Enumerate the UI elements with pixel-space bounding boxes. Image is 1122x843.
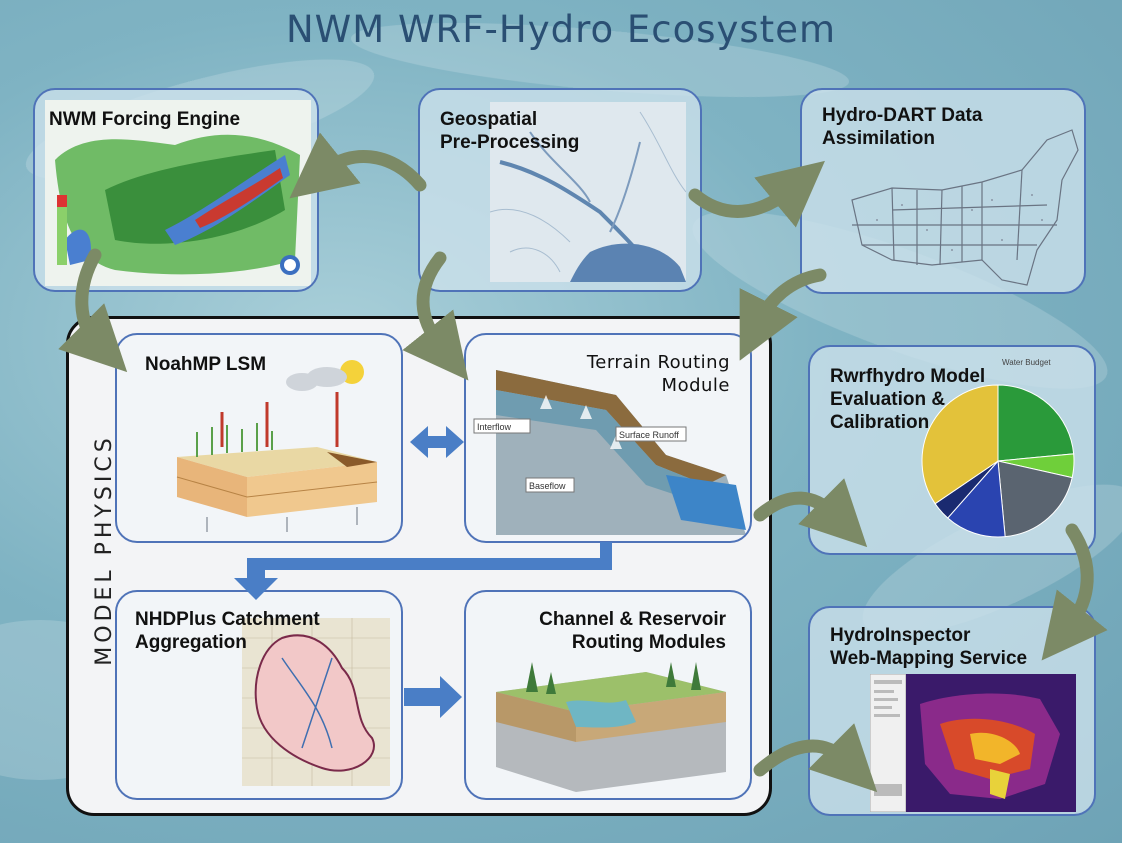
pie-slice bbox=[921, 384, 999, 505]
geospatial-title: Geospatial Pre-Processing bbox=[440, 109, 580, 153]
web-map-screenshot-image bbox=[870, 674, 1076, 812]
hydro-dart-title: Hydro-DART Data Assimilation bbox=[822, 105, 983, 149]
noahmp-card: NoahMP LSM bbox=[115, 333, 403, 543]
hydroinspector-title: HydroInspector Web-Mapping Service bbox=[830, 625, 1028, 669]
baseflow-label: Baseflow bbox=[529, 481, 566, 491]
forcing-engine-card: NWM Forcing Engine bbox=[33, 88, 319, 292]
pie-slice bbox=[997, 460, 1073, 538]
channel-routing-title: Channel & Reservoir Routing Modules bbox=[539, 609, 726, 653]
geospatial-card: Geospatial Pre-Processing bbox=[418, 88, 702, 292]
interflow-label: Interflow bbox=[477, 422, 512, 432]
pie-title: Water Budget bbox=[1002, 358, 1051, 367]
water-budget-pie-chart: Water Budget bbox=[921, 358, 1075, 538]
forcing-engine-title: NWM Forcing Engine bbox=[49, 109, 241, 130]
rwrfhydro-card: Rwrfhydro Model Evaluation & Calibration… bbox=[808, 345, 1096, 555]
terrain-relief-image bbox=[490, 102, 686, 282]
land-surface-model-image bbox=[176, 360, 378, 532]
pie-slice bbox=[947, 459, 1006, 538]
hillslope-cross-section-image: Interflow Surface Runoff Baseflow bbox=[473, 370, 746, 535]
channel-reservoir-image bbox=[496, 662, 726, 792]
terrain-routing-title: Terrain Routing Module bbox=[586, 352, 730, 396]
us-states-map-image bbox=[851, 129, 1079, 286]
pie-slice bbox=[997, 384, 1075, 462]
nhdplus-title: NHDPlus Catchment Aggregation bbox=[135, 609, 320, 653]
rwrfhydro-title: Rwrfhydro Model Evaluation & Calibration bbox=[830, 366, 986, 433]
precipitation-map-image bbox=[45, 100, 311, 286]
noahmp-title: NoahMP LSM bbox=[145, 354, 267, 375]
surface-runoff-label: Surface Runoff bbox=[619, 430, 679, 440]
hydro-dart-card: Hydro-DART Data Assimilation bbox=[800, 88, 1086, 294]
hydroinspector-card: HydroInspector Web-Mapping Service bbox=[808, 606, 1096, 816]
channel-routing-card: Channel & Reservoir Routing Modules bbox=[464, 590, 752, 800]
catchment-map-image bbox=[242, 618, 390, 786]
page-title: NWM WRF-Hydro Ecosystem bbox=[286, 8, 836, 51]
nhdplus-card: NHDPlus Catchment Aggregation bbox=[115, 590, 403, 800]
terrain-routing-card: Terrain Routing Module Interflow Surface… bbox=[464, 333, 752, 543]
